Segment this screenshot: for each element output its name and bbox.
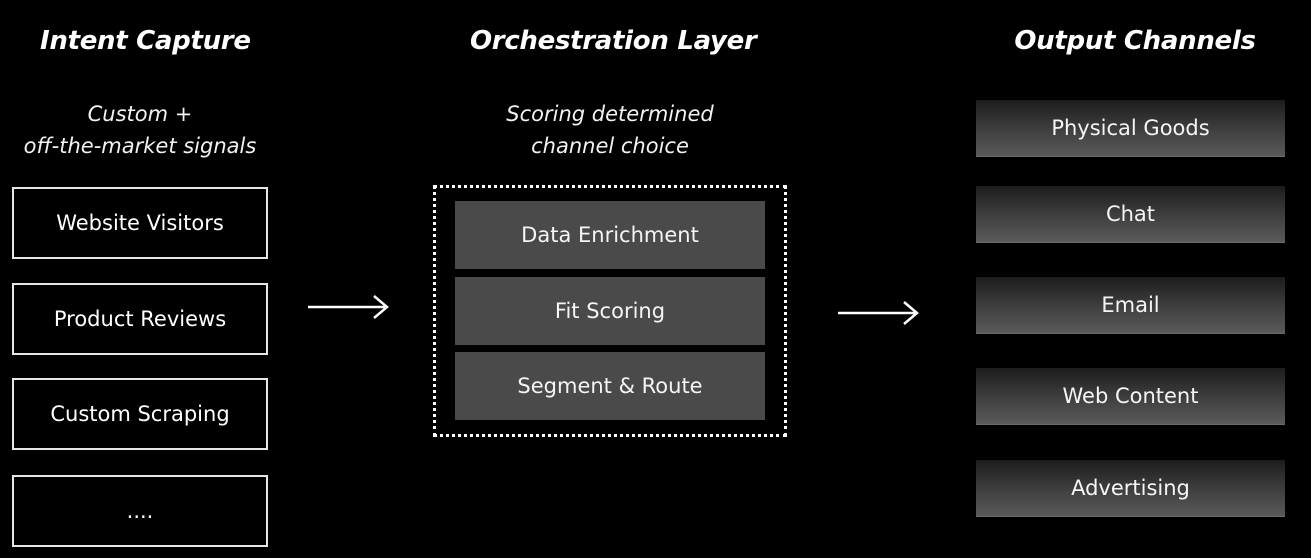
orchestration-step-segment-route: Segment & Route [455, 352, 765, 420]
intent-capture-subtitle: Custom + off-the-market signals [12, 98, 268, 162]
arrow-right-icon [308, 295, 389, 319]
output-channel-advertising: Advertising [976, 460, 1285, 517]
arrow-right-icon [838, 301, 919, 325]
orchestration-subtitle-line-1: Scoring determined [506, 102, 714, 126]
output-channel-email: Email [976, 277, 1285, 334]
input-source-custom-scraping: Custom Scraping [12, 378, 268, 450]
orchestration-dashed-frame [433, 185, 787, 437]
orchestration-subtitle-line-2: channel choice [531, 134, 689, 158]
output-channel-chat: Chat [976, 186, 1285, 243]
intent-subtitle-line-1: Custom + [87, 102, 193, 126]
input-source-product-reviews: Product Reviews [12, 283, 268, 355]
input-source-more: .... [12, 475, 268, 547]
output-channel-physical-goods: Physical Goods [976, 100, 1285, 157]
intent-capture-title: Intent Capture [40, 26, 251, 56]
intent-subtitle-line-2: off-the-market signals [23, 134, 257, 158]
orchestration-step-data-enrichment: Data Enrichment [455, 201, 765, 269]
orchestration-step-fit-scoring: Fit Scoring [455, 277, 765, 345]
output-channel-web-content: Web Content [976, 368, 1285, 425]
output-channels-title: Output Channels [1014, 26, 1256, 56]
input-source-website-visitors: Website Visitors [12, 187, 268, 259]
orchestration-layer-title: Orchestration Layer [470, 26, 757, 56]
orchestration-layer-subtitle: Scoring determined channel choice [460, 98, 760, 162]
